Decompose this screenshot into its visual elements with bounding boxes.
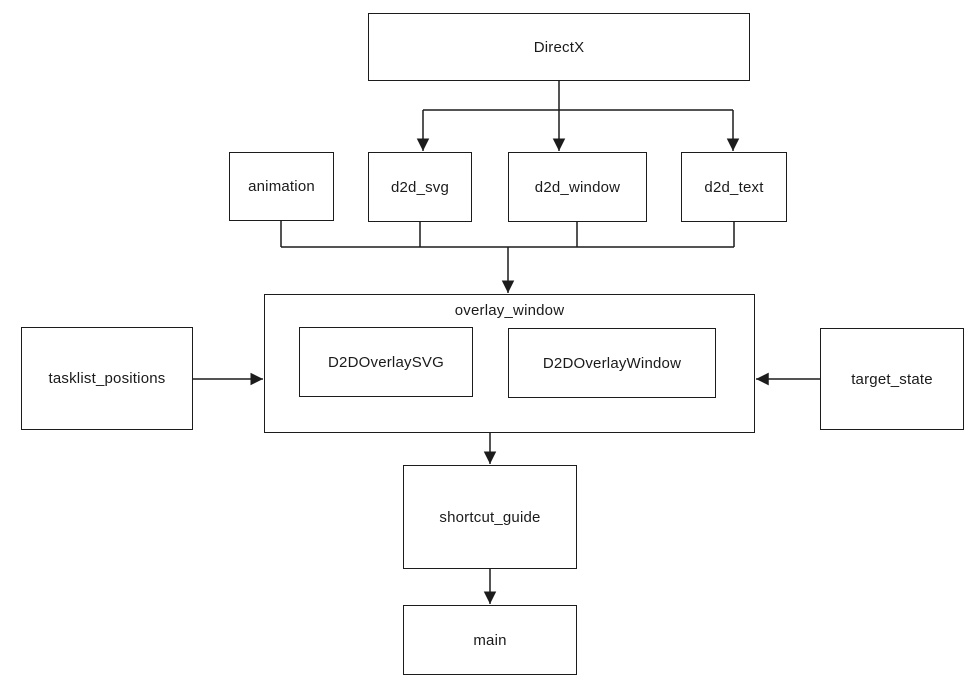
node-shortcut-guide-label: shortcut_guide bbox=[439, 508, 541, 526]
node-main: main bbox=[403, 605, 577, 675]
node-d2d-text: d2d_text bbox=[681, 152, 787, 222]
node-shortcut-guide: shortcut_guide bbox=[403, 465, 577, 569]
node-overlay-window-label: overlay_window bbox=[454, 302, 565, 319]
edge-directx-distribution-bar bbox=[423, 81, 733, 111]
node-directx: DirectX bbox=[368, 13, 750, 81]
node-target-state-label: target_state bbox=[851, 370, 933, 388]
node-d2d-overlay-window: D2DOverlayWindow bbox=[508, 328, 716, 398]
node-d2d-overlay-window-label: D2DOverlayWindow bbox=[542, 354, 682, 372]
node-d2d-window-label: d2d_window bbox=[534, 178, 621, 196]
node-tasklist-positions: tasklist_positions bbox=[21, 327, 193, 430]
node-d2d-svg-label: d2d_svg bbox=[390, 178, 450, 196]
node-d2d-svg: d2d_svg bbox=[368, 152, 472, 222]
node-animation-label: animation bbox=[248, 178, 315, 195]
node-d2d-overlay-svg: D2DOverlaySVG bbox=[299, 327, 473, 397]
node-tasklist-positions-label: tasklist_positions bbox=[48, 370, 166, 387]
node-directx-label: DirectX bbox=[533, 38, 585, 56]
node-target-state: target_state bbox=[820, 328, 964, 430]
edge-merge-bar bbox=[280, 221, 735, 248]
node-animation: animation bbox=[229, 152, 334, 221]
node-overlay-window: overlay_window bbox=[264, 294, 755, 433]
node-d2d-overlay-svg-label: D2DOverlaySVG bbox=[328, 353, 444, 371]
node-d2d-text-label: d2d_text bbox=[704, 178, 764, 196]
node-main-label: main bbox=[473, 631, 507, 649]
node-d2d-window: d2d_window bbox=[508, 152, 647, 222]
